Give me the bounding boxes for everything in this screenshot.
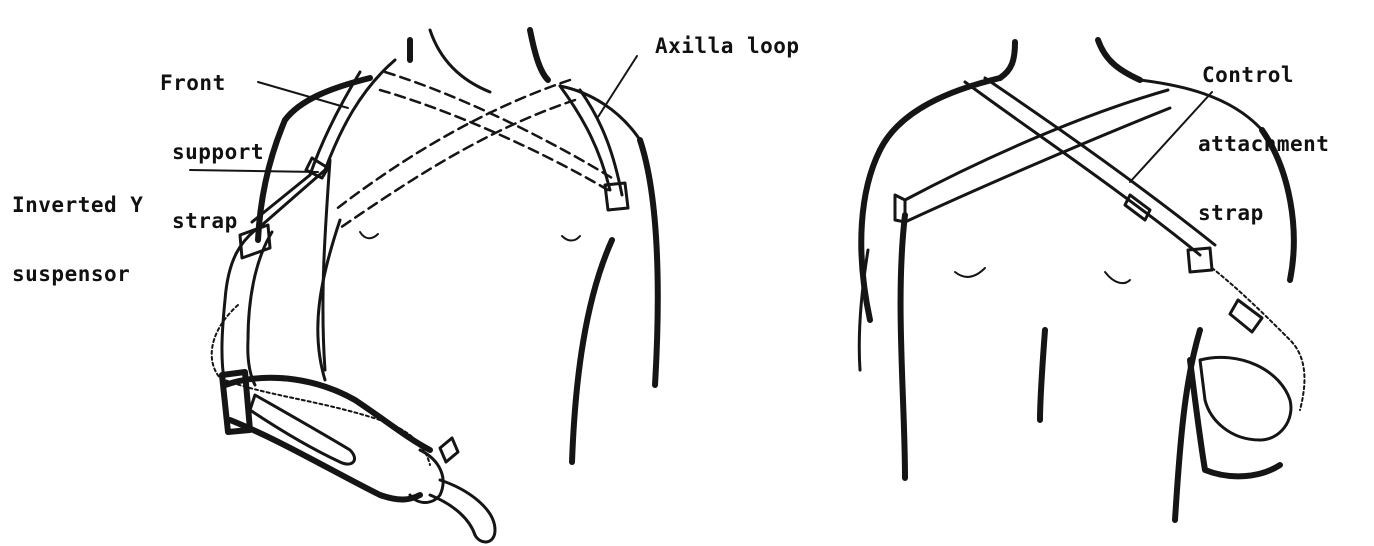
control-attachment-strap-a	[965, 82, 1200, 255]
terminal-hook-lever	[440, 438, 458, 462]
label-axilla-loop: Axilla loop	[655, 35, 800, 58]
back-neck-left	[1000, 42, 1015, 78]
back-cable-housing	[1230, 300, 1262, 332]
back-strap-left-up-b	[905, 108, 1170, 222]
front-torso-left	[318, 220, 340, 380]
rear-cross-strap-b	[335, 80, 570, 210]
label-front-support-strap-line2: support	[172, 141, 264, 164]
front-right-waist	[572, 240, 612, 462]
label-control-line3: strap	[1198, 202, 1329, 225]
terminal-hook	[440, 480, 495, 542]
label-control-line2: attachment	[1198, 133, 1329, 156]
back-prosthesis-cuff	[1200, 357, 1291, 440]
terminal-hook-inner	[430, 495, 475, 535]
front-right-nipple	[562, 236, 580, 241]
front-left-shoulder	[285, 78, 370, 120]
label-front-support-strap-line1: Front	[160, 72, 264, 95]
label-inverted-y-suspensor: Inverted Y suspensor	[12, 148, 143, 332]
back-strap-left-up	[905, 90, 1168, 200]
rear-cross-strap-b2	[340, 100, 575, 228]
label-front-support-strap-line3: strap	[172, 210, 264, 233]
back-spine	[1040, 330, 1045, 420]
rear-cross-strap-a2	[385, 72, 612, 178]
axilla-loop-strap-b	[580, 90, 622, 195]
front-neck-right	[530, 30, 548, 80]
back-left-torso	[901, 215, 905, 478]
label-control-attachment-strap: Control attachment strap	[1198, 18, 1329, 271]
back-strap-left-end	[895, 195, 905, 222]
back-left-side	[861, 150, 880, 320]
inverted-y-suspensor	[262, 170, 325, 225]
back-left-blade	[955, 268, 985, 277]
front-right-torso	[640, 140, 658, 385]
label-front-support-strap: Front support strap	[160, 26, 264, 279]
front-view-figure	[212, 30, 658, 542]
label-inverted-y-line2: suspensor	[12, 263, 143, 286]
back-right-blade	[1105, 272, 1130, 283]
prosthesis-forearm-bottom	[230, 420, 420, 500]
label-control-line1: Control	[1202, 64, 1329, 87]
front-left-nipple	[360, 232, 378, 238]
control-attachment-strap-b	[985, 78, 1215, 245]
back-control-cable	[1212, 268, 1304, 410]
label-inverted-y-line1: Inverted Y	[12, 194, 143, 217]
leader-axilla-loop	[598, 56, 637, 117]
back-neck-right	[1098, 40, 1140, 80]
front-neck-left	[430, 30, 490, 92]
back-left-shoulder	[880, 78, 1000, 150]
